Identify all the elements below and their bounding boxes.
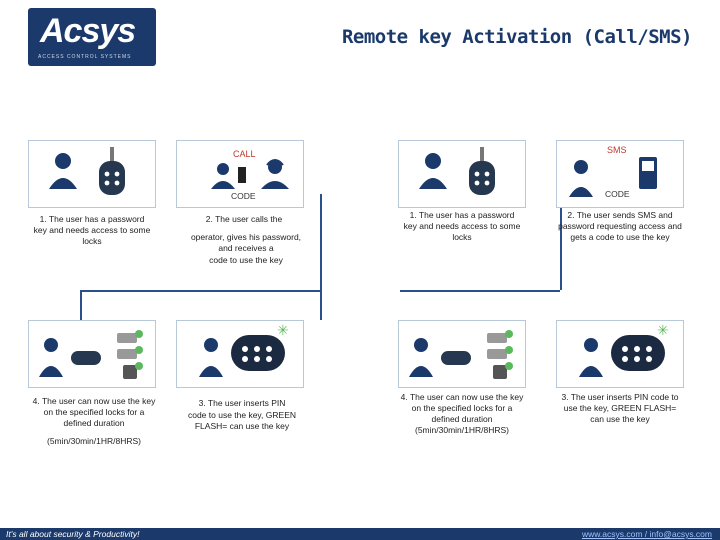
- sms-label: SMS: [607, 145, 627, 155]
- pin-entry-icon: ✳: [199, 323, 289, 377]
- call-step2-caption-c: code to use the key: [209, 255, 283, 265]
- pin-entry-icon: ✳: [579, 323, 669, 377]
- logo-word: Acsys: [40, 12, 136, 50]
- sms-step3-panel: ✳: [556, 320, 684, 388]
- phone-call-icon: [211, 159, 289, 189]
- sms-step2-caption: 2. The user sends SMS and password reque…: [558, 210, 682, 242]
- page-title: Remote key Activation (Call/SMS): [341, 26, 693, 48]
- sms-step3-caption: 3. The user inserts PIN code to use the …: [561, 392, 679, 424]
- call-label: CALL: [233, 149, 256, 159]
- footer-slogan: It's all about security & Productivity!: [6, 529, 140, 539]
- call-step3-caption-a: 3. The user inserts PIN: [198, 398, 286, 408]
- connector-line: [400, 290, 560, 292]
- call-step1-panel: [28, 140, 156, 208]
- sms-phone-icon: [569, 157, 657, 197]
- svg-text:✳: ✳: [277, 323, 289, 339]
- call-step4-caption-a: 4. The user can now use the key on the s…: [32, 396, 156, 428]
- footer-link[interactable]: www.acsys.com / info@acsys.com: [581, 529, 712, 539]
- logo-tagline: ACCESS CONTROL SYSTEMS: [38, 54, 132, 60]
- sms-step4-panel: [398, 320, 526, 388]
- call-step3-caption-b: code to use the key, GREEN FLASH= can us…: [187, 410, 297, 431]
- call-step2-panel: CALL CODE: [176, 140, 304, 208]
- connector-line: [320, 290, 322, 320]
- unlock-icon: [39, 330, 143, 379]
- sms-step4-caption: 4. The user can now use the key on the s…: [400, 392, 524, 435]
- svg-text:✳: ✳: [657, 323, 669, 339]
- connector-line: [80, 290, 82, 320]
- connector-line: [320, 194, 322, 290]
- unlock-icon: [409, 330, 513, 379]
- user-with-key-icon: [419, 147, 495, 195]
- code-label: CODE: [231, 191, 256, 201]
- call-step4-caption-b: (5min/30min/1HR/8HRS): [47, 436, 141, 446]
- code-label: CODE: [605, 189, 630, 199]
- acsys-logo: Acsys ACCESS CONTROL SYSTEMS: [28, 8, 156, 66]
- sms-step1-panel: [398, 140, 526, 208]
- user-with-key-icon: [49, 147, 125, 195]
- footer-bar: [0, 528, 720, 540]
- connector-line: [560, 194, 562, 290]
- call-step3-panel: ✳: [176, 320, 304, 388]
- call-step2-caption-a: 2. The user calls the: [205, 214, 283, 224]
- connector-line: [80, 290, 320, 292]
- call-step1-caption: 1. The user has a password key and needs…: [33, 214, 151, 246]
- call-step2-caption-b: operator, gives his password, and receiv…: [190, 232, 302, 253]
- sms-step2-panel: SMS CODE: [556, 140, 684, 208]
- sms-step1-caption: 1. The user has a password key and needs…: [403, 210, 521, 242]
- call-step4-panel: [28, 320, 156, 388]
